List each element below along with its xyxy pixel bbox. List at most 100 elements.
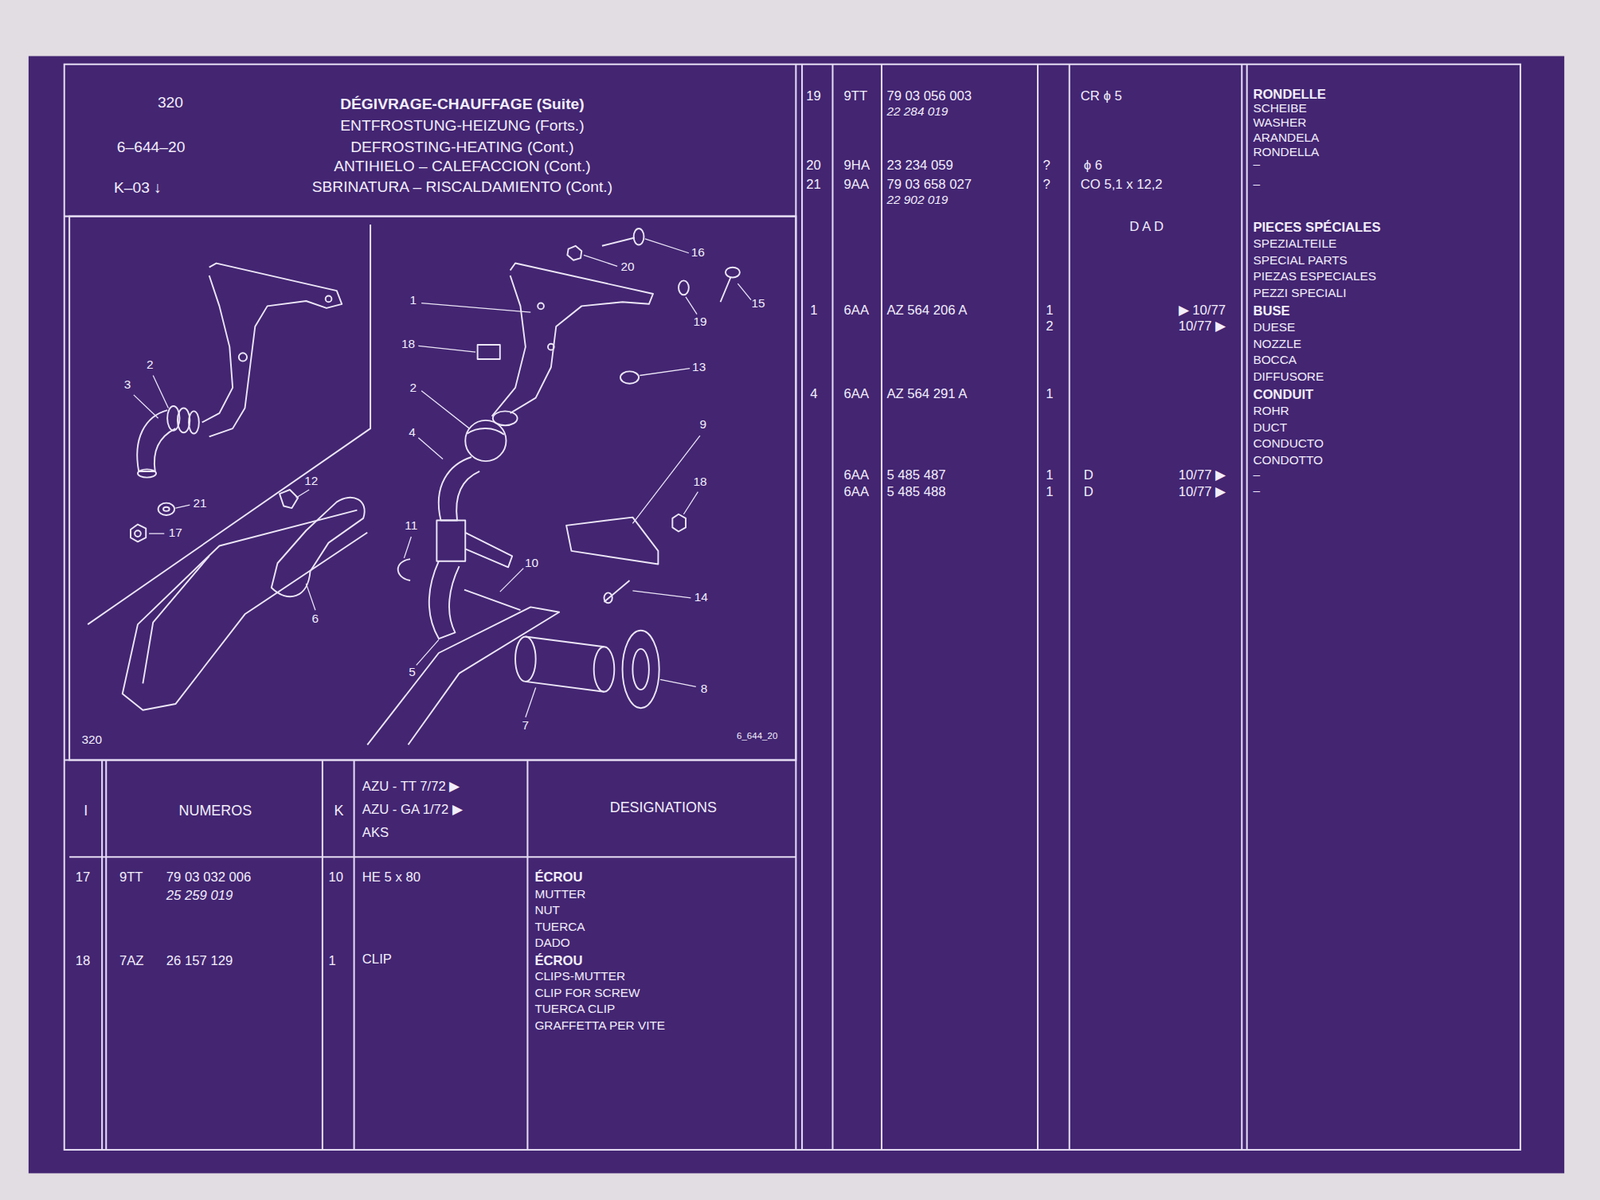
heading-text: ENTFROSTUNG-HEIZUNG (Forts.) <box>340 117 584 134</box>
table-cell: TUERCA CLIP <box>534 1003 615 1018</box>
callout-number: 7 <box>522 719 530 734</box>
column-header: NUMEROS <box>178 803 252 820</box>
column-header: AZU - TT 7/72 ▶ <box>362 779 460 795</box>
table-cell: SPEZIALTEILE <box>1252 238 1337 252</box>
table-cell: MUTTER <box>534 888 586 902</box>
table-cell: AZ 564 206 A <box>886 302 967 317</box>
table-cell: – <box>1252 469 1260 483</box>
callout-number: 2 <box>146 358 154 372</box>
column-header: I <box>83 803 88 820</box>
callout-number: 21 <box>193 496 208 511</box>
table-cell: ROHR <box>1252 405 1289 419</box>
table-cell: 6AA <box>844 386 869 401</box>
table-cell: BOCCA <box>1252 354 1297 368</box>
table-cell: 25 259 019 <box>166 888 233 904</box>
table-cell: 9TT <box>844 88 869 103</box>
callout-number: 5 <box>408 666 416 681</box>
table-cell: ▶ 10/77 <box>1178 302 1226 317</box>
callout-number: 6 <box>312 612 320 626</box>
table-cell: 20 <box>805 157 822 173</box>
table-cell: ARANDELA <box>1252 132 1319 146</box>
table-cell: 23 234 059 <box>886 157 953 173</box>
table-cell: CONDUCTO <box>1252 438 1324 452</box>
page-title: DÉGIVRAGE-CHAUFFAGE (Suite) <box>340 95 584 113</box>
callout-number: 15 <box>751 297 765 311</box>
heading-text: 320 <box>157 93 184 111</box>
callout-number: 2 <box>410 382 418 396</box>
heading-text: ANTIHIELO – CALEFACCION (Cont.) <box>333 157 591 175</box>
heading-text: K–03 ↓ <box>113 179 162 196</box>
table-cell: NUT <box>534 904 560 919</box>
table-cell: 5 485 488 <box>886 484 946 499</box>
table-cell: 21 <box>805 177 822 192</box>
heading-text: 6–644–20 <box>117 138 186 156</box>
table-cell: 19 <box>805 88 822 103</box>
table-cell: AZ 564 291 A <box>886 386 967 401</box>
table-cell: SPECIAL PARTS <box>1252 254 1347 269</box>
table-cell: NOZZLE <box>1252 338 1302 353</box>
callout-number: 3 <box>124 379 132 393</box>
table-cell: WASHER <box>1252 117 1307 131</box>
table-cell: 5 485 487 <box>886 468 946 483</box>
table-cell: D <box>1083 468 1094 483</box>
column-header: K <box>333 803 344 820</box>
table-cell: 6AA <box>844 484 869 499</box>
table-cell: 1 <box>1045 484 1053 499</box>
table-cell: TUERCA <box>534 920 585 935</box>
table-cell: CONDOTTO <box>1252 454 1323 469</box>
table-cell: 79 03 032 006 <box>166 870 252 885</box>
callout-number: 9 <box>699 418 707 433</box>
table-cell: DUESE <box>1252 321 1295 336</box>
table-cell: ÉCROU <box>534 870 583 885</box>
table-cell: 10/77 ▶ <box>1178 468 1226 483</box>
table-cell: RONDELLA <box>1252 146 1319 161</box>
table-cell: ÉCROU <box>534 954 583 969</box>
callout-number: 18 <box>401 338 415 353</box>
table-cell: 18 <box>75 954 91 969</box>
table-cell: – <box>1252 485 1260 499</box>
table-cell: SCHEIBE <box>1252 102 1307 117</box>
callout-number: 17 <box>168 527 183 541</box>
callout-number: 10 <box>524 557 539 572</box>
table-cell: PIEZAS ESPECIALES <box>1252 270 1377 285</box>
table-cell: DIFFUSORE <box>1252 371 1324 385</box>
callout-number: 20 <box>620 260 634 274</box>
callout-number: 19 <box>692 315 707 329</box>
table-cell: ? <box>1042 157 1050 173</box>
table-cell: – <box>1252 177 1260 192</box>
callout-number: 12 <box>304 474 318 489</box>
table-cell: 26 157 129 <box>166 954 233 969</box>
table-cell: PEZZI SPECIALI <box>1252 287 1346 302</box>
table-cell: BUSE <box>1252 304 1290 319</box>
table-cell: ? <box>1042 177 1050 192</box>
table-cell: RONDELLE <box>1252 87 1327 102</box>
callout-number: 8 <box>700 683 709 697</box>
table-cell: 6AA <box>844 302 869 317</box>
table-cell: 10 <box>328 870 345 885</box>
callout-number: 1 <box>410 294 418 309</box>
callout-number: 13 <box>692 361 706 376</box>
column-header: AKS <box>362 825 389 840</box>
table-cell: 9HA <box>844 157 870 173</box>
table-cell: 4 <box>809 386 818 401</box>
table-cell: 6AA <box>844 468 869 483</box>
figure-reference: 320 <box>81 734 102 748</box>
table-cell: 2 <box>1045 319 1053 334</box>
table-cell: DUCT <box>1252 422 1288 436</box>
table-cell: 9TT <box>119 870 144 885</box>
table-cell: 7AZ <box>119 954 145 969</box>
table-cell: CONDUIT <box>1252 387 1314 403</box>
table-cell: ϕ 6 <box>1083 157 1103 173</box>
table-cell: CLIP FOR SCREW <box>534 986 640 1001</box>
table-cell: CLIPS-MUTTER <box>534 970 626 985</box>
table-cell: 1 <box>809 302 818 317</box>
table-cell: DADO <box>534 937 570 951</box>
column-header: AZU - GA 1/72 ▶ <box>362 802 463 818</box>
table-cell: HE 5 x 80 <box>362 870 421 885</box>
callout-number: 4 <box>408 426 416 441</box>
table-cell: CO 5,1 x 12,2 <box>1080 177 1163 192</box>
callout-number: 14 <box>694 590 709 605</box>
table-cell: 17 <box>75 870 91 885</box>
callout-number: 18 <box>692 476 707 490</box>
